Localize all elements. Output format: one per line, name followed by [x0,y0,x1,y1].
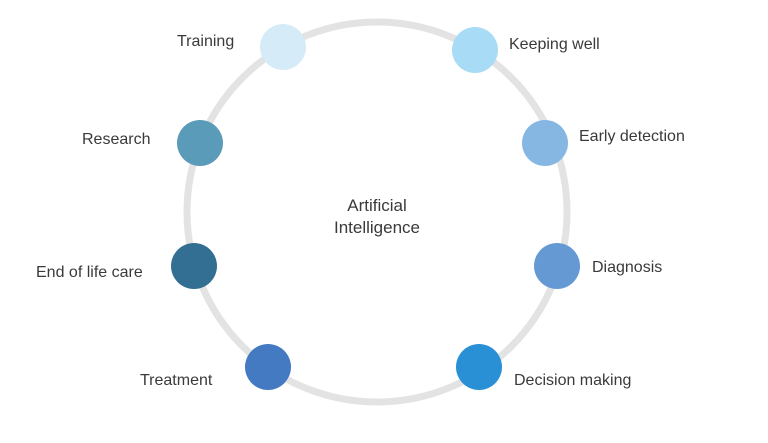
node-circle-keeping-well [452,27,498,73]
label-decision-making: Decision making [514,372,632,389]
node-circle-diagnosis [534,243,580,289]
center-title: Artificial Intelligence [277,195,477,239]
center-title-line1: Artificial [347,196,407,215]
label-end-of-life-care: End of life care [36,264,143,281]
label-early-detection: Early detection [579,128,685,145]
node-circle-treatment [245,344,291,390]
label-training: Training [177,33,235,50]
center-title-line2: Intelligence [333,218,420,237]
label-keeping-well: Keeping well [509,36,600,53]
node-circle-end-of-life-care [171,243,217,289]
node-circle-training [260,24,306,70]
label-diagnosis: Diagnosis [592,259,663,276]
node-circle-decision-making [456,344,502,390]
ring [183,18,571,406]
label-treatment: Treatment [140,372,213,389]
label-research: Research [82,131,151,148]
node-circle-research [177,120,223,166]
node-circle-early-detection [522,120,568,166]
